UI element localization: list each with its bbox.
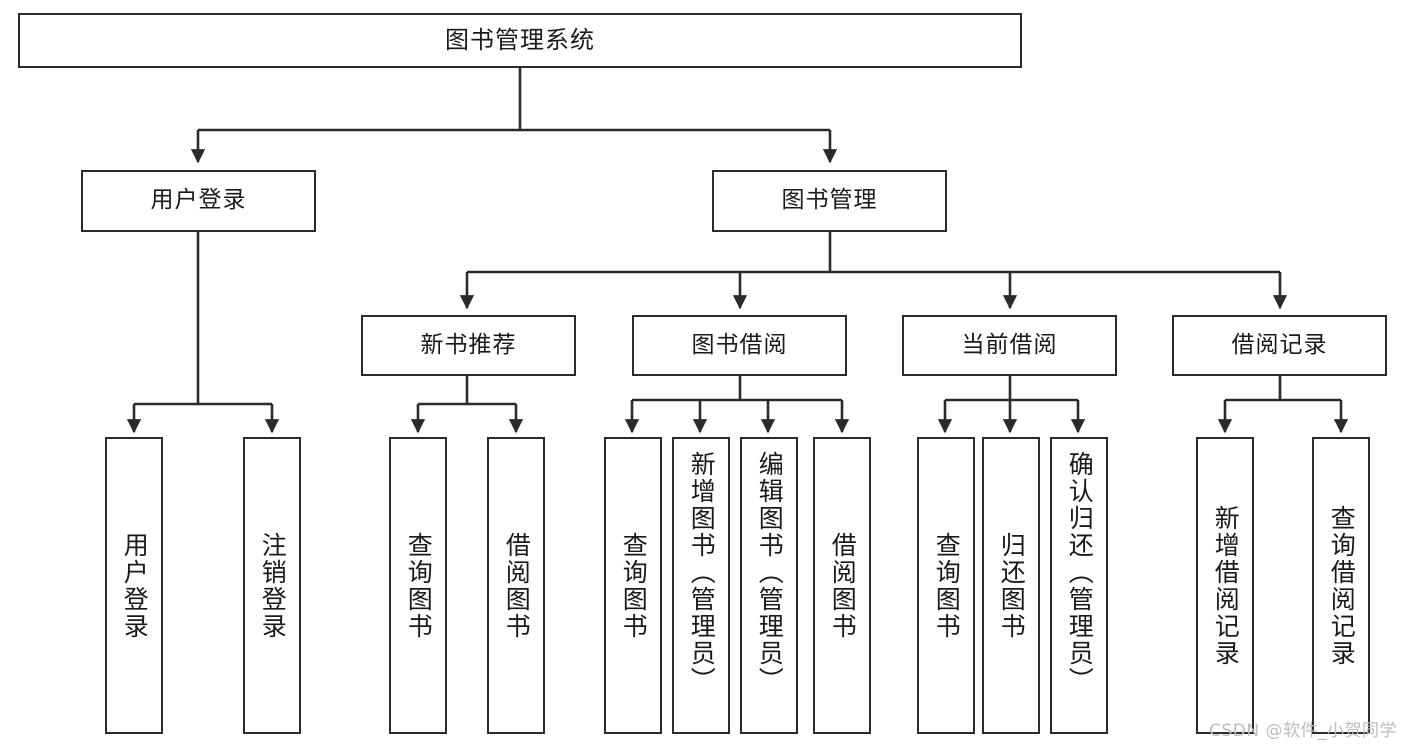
node-leaf-borrow-book-1[interactable]: 借阅图书 [487,437,545,734]
node-label: 图书借阅 [691,331,788,358]
node-label: 查询借阅记录 [1327,504,1357,667]
node-label: 编辑图书（管理员） [755,451,785,694]
node-new-book-recommendation[interactable]: 新书推荐 [361,315,576,376]
node-label: 借阅图书 [828,531,858,640]
node-label: 用户登录 [150,187,247,214]
node-label: 归还图书 [997,531,1027,640]
node-leaf-add-book-admin[interactable]: 新增图书（管理员） [672,437,730,734]
node-leaf-add-borrowing-record[interactable]: 新增借阅记录 [1196,437,1254,734]
node-leaf-query-borrowing-record[interactable]: 查询借阅记录 [1312,437,1370,734]
node-leaf-query-book-3[interactable]: 查询图书 [917,437,975,734]
node-root-book-management-system[interactable]: 图书管理系统 [18,13,1022,68]
node-label: 新增图书（管理员） [687,451,717,694]
node-label: 当前借阅 [961,331,1058,358]
node-leaf-query-book-1[interactable]: 查询图书 [389,437,447,734]
node-leaf-confirm-return-admin[interactable]: 确认归还（管理员） [1050,437,1108,734]
node-label: 用户登录 [120,531,150,640]
node-user-login[interactable]: 用户登录 [81,170,316,232]
node-borrowing-record[interactable]: 借阅记录 [1172,315,1387,376]
node-leaf-query-book-2[interactable]: 查询图书 [604,437,662,734]
node-leaf-edit-book-admin[interactable]: 编辑图书（管理员） [740,437,798,734]
node-label: 注销登录 [258,531,288,640]
node-label: 查询图书 [932,531,962,640]
node-label: 图书管理 [781,187,878,214]
node-leaf-user-login[interactable]: 用户登录 [105,437,163,734]
node-leaf-logout[interactable]: 注销登录 [243,437,301,734]
node-book-borrowing[interactable]: 图书借阅 [632,315,847,376]
watermark-text: CSDN @软件_小贺同学 [1209,721,1397,741]
node-label: 查询图书 [404,531,434,640]
node-label: 新增借阅记录 [1211,504,1241,667]
node-leaf-borrow-book-2[interactable]: 借阅图书 [813,437,871,734]
node-label: 借阅记录 [1231,331,1328,358]
node-label: 确认归还（管理员） [1065,451,1095,694]
node-book-management[interactable]: 图书管理 [712,170,947,232]
node-current-borrowing[interactable]: 当前借阅 [902,315,1117,376]
node-leaf-return-book[interactable]: 归还图书 [982,437,1040,734]
node-label: 图书管理系统 [445,26,595,55]
node-label: 查询图书 [619,531,649,640]
node-label: 借阅图书 [502,531,532,640]
node-label: 新书推荐 [420,331,517,358]
